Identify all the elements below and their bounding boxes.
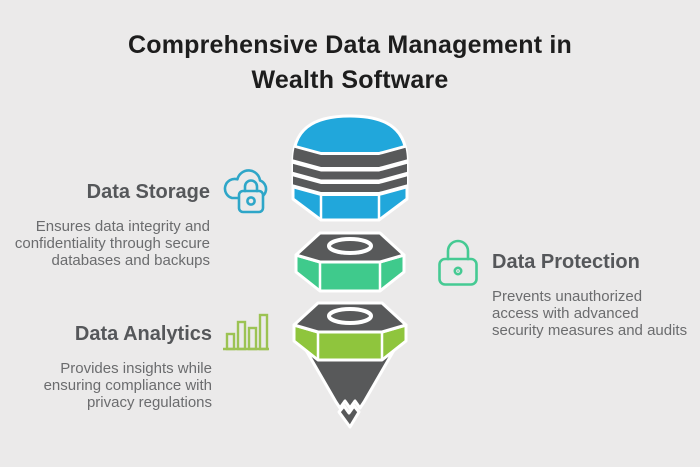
- section-data-storage: Data Storage Ensures data integrity and …: [0, 180, 210, 269]
- page-title: Comprehensive Data Management in Wealth …: [0, 28, 700, 98]
- data-storage-heading: Data Storage: [86, 181, 210, 203]
- section-data-protection: Data Protection Prevents unauthorized ac…: [492, 250, 697, 339]
- description-line: security measures and audits: [492, 322, 688, 339]
- section-data-analytics: Data Analytics Provides insights while e…: [2, 322, 212, 411]
- funnel-segment-protection: [294, 231, 406, 293]
- funnel-segment-storage: [291, 114, 409, 222]
- bar-chart-icon: [222, 313, 270, 353]
- description-line: confidentiality through secure: [14, 235, 210, 252]
- description-line: databases and backups: [51, 252, 210, 269]
- description-line: Provides insights while: [60, 360, 212, 377]
- description-line: ensuring compliance with: [43, 377, 212, 394]
- cloud-lock-icon: [220, 166, 268, 218]
- description-line: Prevents unauthorized: [492, 288, 643, 305]
- data-storage-description: Ensures data integrity and confidentiali…: [0, 218, 210, 269]
- data-analytics-description: Provides insights while ensuring complia…: [2, 360, 212, 411]
- page-title-line1: Comprehensive Data Management in: [127, 31, 572, 59]
- description-line: Ensures data integrity and: [35, 218, 210, 235]
- data-analytics-heading: Data Analytics: [74, 323, 212, 345]
- data-protection-heading: Data Protection: [492, 251, 640, 273]
- funnel-segment-analytics: [292, 301, 408, 429]
- funnel-tip-point: [337, 404, 361, 429]
- database-stripes: [293, 146, 407, 192]
- page-title-line2: Wealth Software: [251, 66, 449, 94]
- description-line: access with advanced: [492, 305, 639, 322]
- data-protection-description: Prevents unauthorized access with advanc…: [492, 288, 697, 339]
- description-line: privacy regulations: [86, 394, 212, 411]
- padlock-icon: [436, 237, 480, 287]
